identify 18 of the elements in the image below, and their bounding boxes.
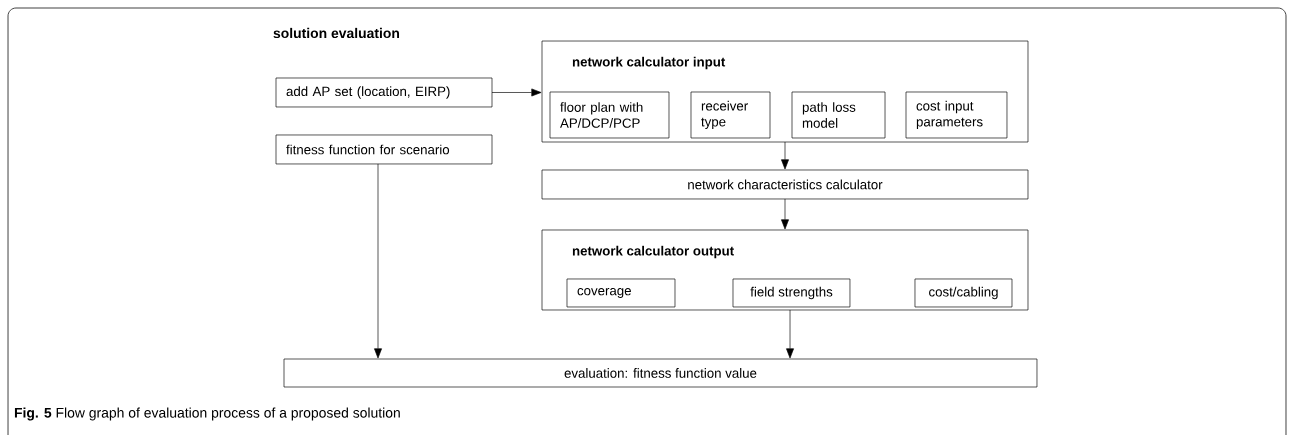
process-box: cost input parameters (905, 91, 1008, 139)
process-box: coverage (566, 278, 676, 308)
arrow (786, 309, 794, 359)
arrow (374, 163, 382, 359)
diagram-title: solution evaluation (273, 27, 399, 39)
process-box: evaluation: fitness function value (283, 358, 1038, 388)
arrow (781, 198, 789, 230)
process-box: network characteristics calculator (541, 169, 1029, 200)
process-box: field strengths (732, 278, 851, 308)
arrow (491, 88, 542, 97)
process-box: fitness function for scenario (275, 134, 493, 165)
process-box: receiver type (690, 91, 771, 139)
process-box: path loss model (791, 91, 886, 139)
process-box: add AP set (location, EIRP) (275, 77, 493, 108)
process-box: floor plan with AP/DCP/PCP (549, 91, 670, 139)
arrow (781, 141, 789, 170)
figure-caption: Fig. 5 Flow graph of evaluation process of a proposed solution (14, 407, 400, 421)
process-box: cost/cabling (914, 278, 1013, 308)
